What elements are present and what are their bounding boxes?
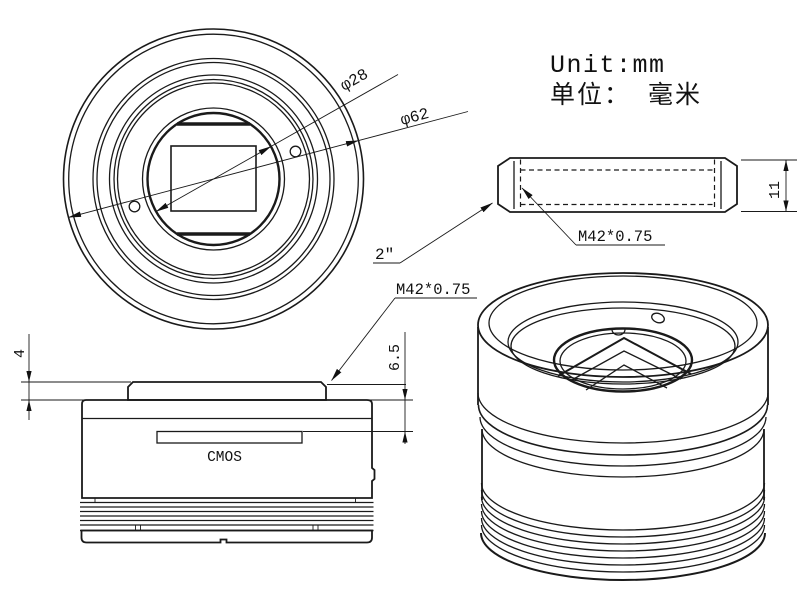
iso-recess-inner-edge	[510, 307, 736, 385]
bore-diameter-label: φ28	[338, 65, 372, 95]
sensor-board-rect	[156, 430, 303, 444]
iso-transition-arc-4	[481, 428, 765, 478]
iso-thread-bore	[552, 327, 694, 393]
dimension-bore-diameter: φ28	[155, 65, 399, 212]
dimension-back-focus: 6.5	[303, 332, 413, 444]
adapter-ring-outline	[497, 157, 738, 213]
outer-diameter-label: φ62	[399, 105, 431, 130]
flange-thread-label: M42*0.75	[396, 281, 470, 299]
camera-side-view: CMOS 4	[12, 281, 477, 544]
back-focus-label: 6.5	[387, 344, 404, 371]
sensor-label: CMOS	[207, 450, 242, 466]
body-outline	[81, 399, 376, 499]
nosepiece-size-label: 2″	[375, 246, 394, 264]
outer-body-circle	[62, 28, 365, 330]
dimension-outer-diameter: φ62	[68, 105, 469, 218]
flange-thickness-label: 4	[12, 349, 29, 358]
adapter-ring-view: 11 2″ M42*0.75	[373, 157, 797, 264]
iso-flange-inner-rim	[488, 275, 758, 371]
iso-screw-hole	[651, 312, 665, 324]
unit-note-english: Unit:mm	[550, 51, 666, 80]
base-plate-outline	[80, 529, 373, 544]
iso-flange-outer-rim	[477, 272, 769, 378]
iso-recess-outer-edge	[507, 301, 739, 383]
screw-hole-left	[128, 200, 141, 213]
cooling-fins	[80, 498, 374, 532]
adapter-thread-label: M42*0.75	[578, 228, 652, 246]
iso-transition-arc-2	[477, 404, 769, 456]
iso-index-notch	[611, 329, 626, 336]
unit-note-chinese: 单位： 毫米	[550, 81, 702, 111]
iso-cooling-ribs	[480, 482, 766, 581]
leader-adapter-thread: M42*0.75	[521, 187, 665, 246]
iso-transition-arc-1	[477, 392, 769, 444]
unit-note: Unit:mm 单位： 毫米	[550, 51, 702, 111]
screw-hole-right	[289, 145, 302, 158]
dimension-ring-height: 11	[741, 159, 797, 212]
leader-nosepiece-size: 2″	[373, 202, 493, 264]
iso-transition-arc-3	[479, 416, 767, 467]
isometric-view	[477, 272, 769, 581]
ring-height-label: 11	[767, 181, 784, 199]
dimension-flange-thickness: 4	[12, 334, 131, 420]
flange-outline	[127, 381, 327, 401]
leader-flange-thread: M42*0.75	[331, 281, 477, 381]
iso-window-reflection	[557, 336, 692, 391]
